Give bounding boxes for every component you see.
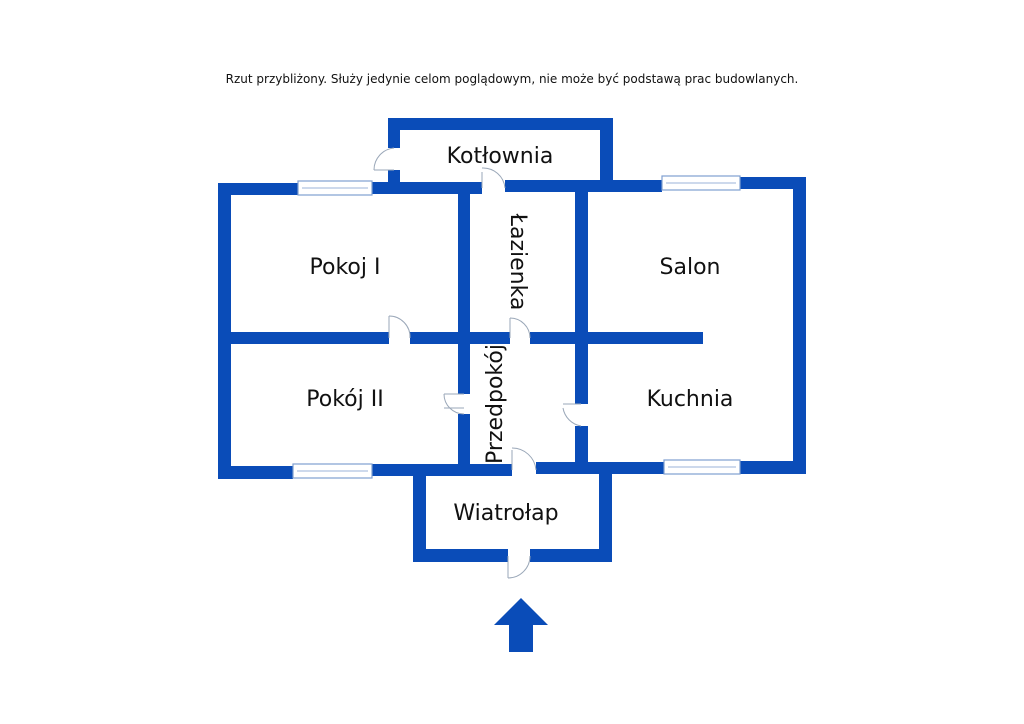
door-pokoj-1 xyxy=(388,315,411,339)
door-kotlownia xyxy=(373,147,395,171)
wall-top-mid xyxy=(505,180,662,192)
window-kuchnia xyxy=(663,459,741,475)
room-label-przedpokoj: Przedpokój xyxy=(483,344,508,464)
wall-mid-right xyxy=(530,332,703,344)
wall-top-left xyxy=(218,183,298,195)
wall-right xyxy=(793,177,806,474)
wall-kotlownia-left xyxy=(388,118,400,148)
wall-corridor-left-top xyxy=(458,194,470,394)
wall-wiatrolap-right xyxy=(599,474,612,562)
room-label-salon: Salon xyxy=(660,255,721,280)
door-kuchnia xyxy=(562,403,582,427)
windows xyxy=(292,175,741,479)
window-pokoj-1 xyxy=(297,180,373,196)
wall-corridor-left-bottom xyxy=(458,414,470,466)
wall-top-right xyxy=(740,177,806,189)
door-pokoj-2 xyxy=(443,393,465,415)
wall-left xyxy=(218,183,231,479)
room-label-lazienka: Łazienka xyxy=(505,213,530,311)
room-label-pokoj-1: Pokoj I xyxy=(310,255,381,280)
wall-mid-left xyxy=(231,332,389,344)
door-entrance xyxy=(507,555,531,579)
disclaimer-text: Rzut przybliżony. Służy jedynie celom po… xyxy=(225,72,799,86)
wall-top-left-2 xyxy=(372,182,482,194)
door-wiatrolap-inner xyxy=(511,447,537,471)
room-label-pokoj-2: Pokój II xyxy=(306,387,383,412)
wall-wiatrolap-bottom-left xyxy=(413,549,508,562)
room-label-wiatrolap: Wiatrołap xyxy=(453,501,558,526)
door-kotlownia-corridor xyxy=(481,167,506,189)
window-pokoj-2 xyxy=(292,463,373,479)
wall-bottom-left xyxy=(218,466,293,479)
wall-corridor-right-bottom xyxy=(575,426,588,464)
entrance-arrow-icon xyxy=(494,598,548,652)
wall-bottom-right xyxy=(740,461,806,474)
wall-kotlownia-top xyxy=(388,118,613,130)
wall-kotlownia-right xyxy=(600,118,613,182)
wall-wiatrolap-left xyxy=(413,476,426,562)
room-label-kotlownia: Kotłownia xyxy=(447,144,554,169)
wall-bottom-mid xyxy=(536,462,664,474)
wall-kotlownia-left-lower xyxy=(388,170,400,184)
walls xyxy=(218,118,806,562)
door-lazienka xyxy=(509,317,531,339)
wall-corridor-right-top xyxy=(575,192,588,404)
room-label-kuchnia: Kuchnia xyxy=(647,387,734,412)
wall-wiatrolap-bottom-right xyxy=(530,549,612,562)
wall-bottom-left-2 xyxy=(372,464,512,476)
window-salon xyxy=(661,175,741,191)
doors xyxy=(373,147,582,579)
